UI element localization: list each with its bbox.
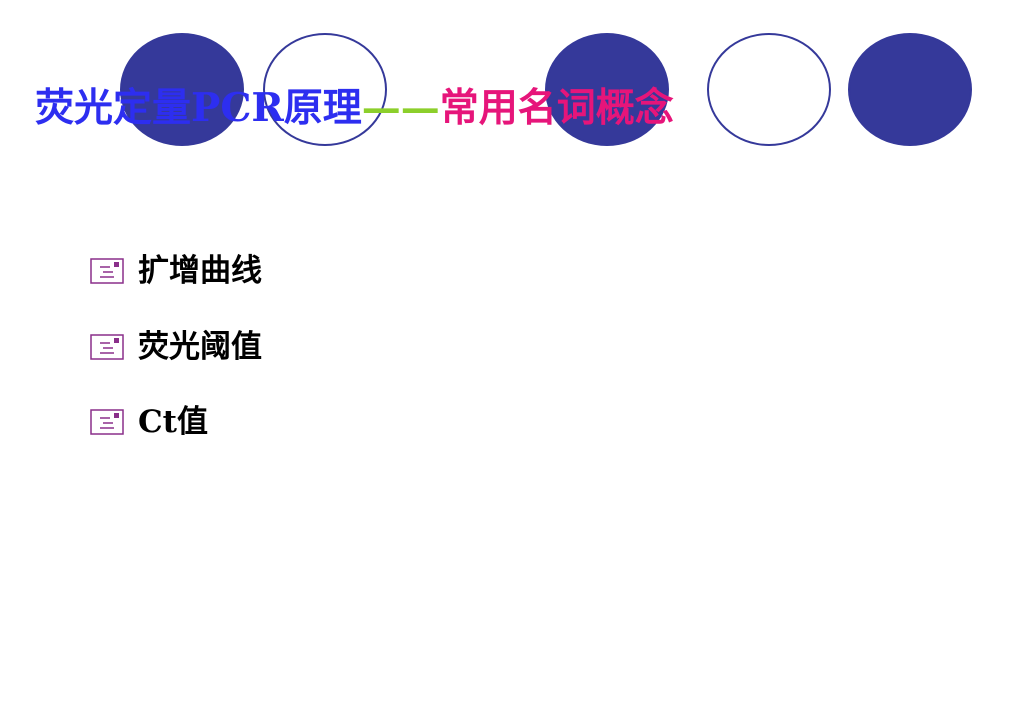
bullet-item: 荧光阈值	[90, 326, 262, 368]
decorative-filled-circle	[545, 33, 669, 146]
bullet-label: 荧光阈值	[138, 329, 262, 365]
decorative-filled-circle	[120, 33, 244, 146]
bullet-item: Ct值	[90, 401, 208, 443]
list-bullet-icon	[90, 409, 124, 435]
title-subtitle: 常用名词概念	[439, 85, 674, 131]
title-main: 荧光定量PCR原理	[35, 85, 362, 131]
list-bullet-icon	[90, 258, 124, 284]
bullet-item: 扩增曲线	[90, 250, 262, 292]
title-dash: ——	[361, 85, 440, 131]
decorative-filled-circle	[848, 33, 972, 146]
slide-title: 荧光定量PCR原理——常用名词概念	[35, 82, 674, 134]
decorative-outline-circle	[707, 33, 831, 146]
bullet-label: Ct值	[138, 404, 208, 440]
list-bullet-icon	[90, 334, 124, 360]
bullet-label: 扩增曲线	[138, 253, 262, 289]
decorative-outline-circle	[263, 33, 387, 146]
